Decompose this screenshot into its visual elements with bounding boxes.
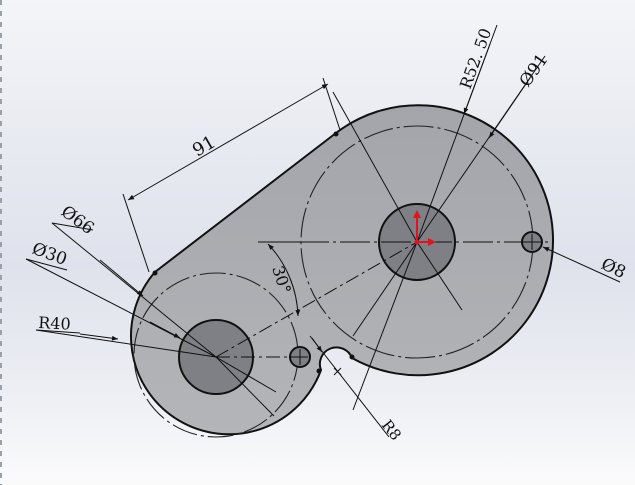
r40-arrow [79, 333, 119, 341]
tangent-point [152, 270, 158, 276]
tangent-point [349, 354, 355, 360]
tangent-point [316, 368, 322, 374]
tangent-point [333, 131, 339, 137]
r8-leader [309, 335, 390, 438]
viewport-dashed-border [0, 0, 2, 485]
label-large-pitch-diameter[interactable]: Ø91 [516, 50, 553, 91]
dim-30-angle[interactable] [258, 241, 301, 317]
label-notch-fillet-radius[interactable]: R8 [378, 416, 405, 444]
origin-triad-icon [413, 210, 436, 246]
dim-91[interactable] [122, 77, 341, 273]
small-boss-leaders [25, 222, 277, 417]
r8-arrow [311, 337, 323, 353]
label-pin-hole-diameter[interactable]: Ø8 [598, 254, 629, 283]
phi66-arrow [99, 259, 144, 297]
label-small-pitch-diameter[interactable]: Ø66 [57, 202, 98, 239]
r52-arrow [463, 43, 491, 115]
phi8-leader [542, 246, 621, 283]
label-center-distance[interactable]: 91 [189, 132, 219, 162]
label-small-outer-radius[interactable]: R40 [38, 313, 71, 334]
phi30-arrow [149, 321, 181, 339]
phi91-arrow [488, 77, 531, 139]
label-large-fillet-radius[interactable]: R52. 50 [456, 26, 495, 92]
